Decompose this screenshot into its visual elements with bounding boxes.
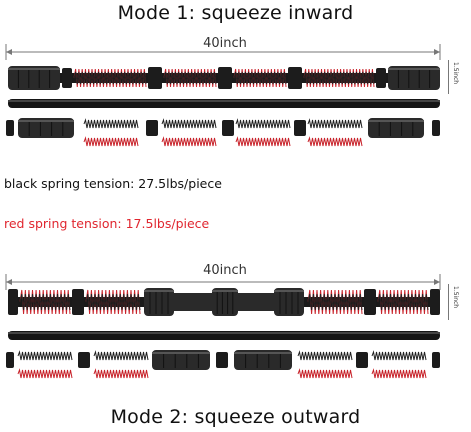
loose-red-spring-4 bbox=[371, 368, 427, 379]
loose-red-spring-3 bbox=[235, 136, 291, 147]
black-spring-2 bbox=[85, 293, 141, 311]
loose-black-spring-4 bbox=[371, 350, 427, 361]
stopper-2 bbox=[364, 289, 376, 315]
mode-1-plain-bar bbox=[8, 99, 440, 108]
mode-1-title: Mode 1: squeeze inward bbox=[117, 2, 354, 24]
loose-black-spring-2 bbox=[93, 350, 149, 361]
loose-center-stopper bbox=[216, 352, 228, 368]
left-end-collar bbox=[62, 68, 72, 88]
center-grip-middle bbox=[212, 288, 238, 316]
red-spring-2 bbox=[85, 289, 141, 315]
end-cap-left bbox=[6, 120, 14, 136]
loose-stopper-1 bbox=[78, 352, 90, 368]
grip-part-right bbox=[234, 350, 292, 370]
red-spring-3 bbox=[307, 289, 363, 315]
black-spring-3 bbox=[307, 293, 363, 311]
black-spring-3 bbox=[233, 71, 287, 85]
mode-2-exploded-parts bbox=[6, 350, 440, 379]
mode-1-length-dimension bbox=[5, 44, 441, 60]
mode-2-title: Mode 2: squeeze outward bbox=[110, 406, 361, 428]
grip-part-right bbox=[368, 118, 424, 138]
stopper-2 bbox=[218, 67, 232, 89]
center-grip-connector-left bbox=[174, 293, 212, 311]
center-grip-connector-right bbox=[238, 293, 274, 311]
right-end-grip bbox=[388, 66, 440, 90]
left-end-grip bbox=[8, 66, 60, 90]
end-cap-right bbox=[432, 352, 440, 368]
grip-part-left bbox=[152, 350, 210, 370]
loose-stopper-2 bbox=[222, 120, 234, 136]
mode-1-diameter-line bbox=[448, 60, 450, 94]
mode-2-diameter-label: 1.5inch bbox=[452, 286, 459, 309]
mode-1-diameter-label: 1.5inch bbox=[452, 62, 459, 85]
center-grip-left bbox=[144, 288, 174, 316]
loose-stopper-1 bbox=[146, 120, 158, 136]
loose-black-spring-3 bbox=[297, 350, 353, 361]
loose-red-spring-2 bbox=[161, 136, 217, 147]
mode-1-length-label: 40inch bbox=[190, 36, 260, 51]
loose-red-spring-1 bbox=[17, 368, 73, 379]
stopper-1 bbox=[148, 67, 162, 89]
stopper-1 bbox=[72, 289, 84, 315]
mode-1-exploded-parts bbox=[6, 118, 440, 147]
loose-black-spring-1 bbox=[83, 118, 139, 129]
loose-red-spring-3 bbox=[297, 368, 353, 379]
mode-2-length-dimension bbox=[5, 274, 441, 290]
loose-stopper-3 bbox=[294, 120, 306, 136]
grip-part-left bbox=[18, 118, 74, 138]
left-end-cap bbox=[8, 289, 18, 315]
loose-stopper-2 bbox=[356, 352, 368, 368]
mode-2-assembled-bar bbox=[8, 288, 440, 316]
red-spring-tension-text: red spring tension: 17.5lbs/piece bbox=[4, 216, 210, 231]
loose-red-spring-1 bbox=[83, 136, 139, 147]
loose-red-spring-2 bbox=[93, 368, 149, 379]
mode-2-length-label: 40inch bbox=[190, 263, 260, 278]
end-cap-left bbox=[6, 352, 14, 368]
end-cap-right bbox=[432, 120, 440, 136]
center-grip-right bbox=[274, 288, 304, 316]
black-spring-1 bbox=[19, 293, 71, 311]
mode-2-plain-bar bbox=[8, 331, 440, 340]
loose-red-spring-4 bbox=[307, 136, 363, 147]
black-spring-tension-text: black spring tension: 27.5lbs/piece bbox=[4, 176, 222, 191]
loose-black-spring-4 bbox=[307, 118, 363, 129]
loose-black-spring-1 bbox=[17, 350, 73, 361]
black-spring-1 bbox=[73, 71, 147, 85]
black-spring-4 bbox=[303, 71, 375, 85]
right-end-cap bbox=[430, 289, 440, 315]
right-end-collar bbox=[376, 68, 386, 88]
black-spring-4 bbox=[377, 293, 429, 311]
loose-black-spring-2 bbox=[161, 118, 217, 129]
black-spring-2 bbox=[163, 71, 217, 85]
loose-black-spring-3 bbox=[235, 118, 291, 129]
mode-1-assembled-bar bbox=[8, 66, 440, 90]
mode-2-diameter-line bbox=[448, 284, 450, 320]
stopper-3 bbox=[288, 67, 302, 89]
